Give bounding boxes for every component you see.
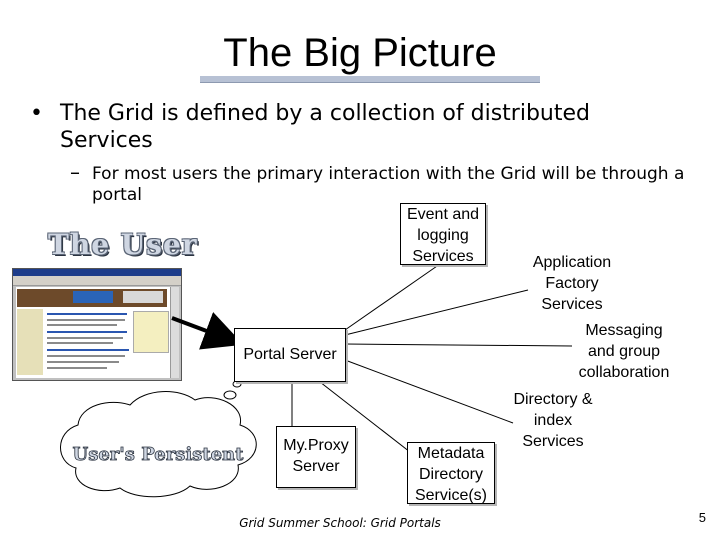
edge-user-portal bbox=[172, 318, 236, 342]
persistent-label: User's Persistent bbox=[73, 444, 245, 465]
footer-text: Grid Summer School: Grid Portals bbox=[0, 516, 680, 530]
node-metadata-directory: Metadata Directory Service(s) bbox=[407, 442, 495, 504]
edge-portal-appfactory bbox=[345, 290, 528, 335]
node-portal-server: Portal Server bbox=[234, 328, 346, 382]
node-messaging: Messaging and group collaboration bbox=[572, 320, 676, 384]
edge-portal-directory bbox=[345, 360, 513, 423]
thought-bubble bbox=[60, 381, 256, 497]
node-directory-index: Directory & index Services bbox=[512, 389, 594, 453]
node-myproxy-server: My.Proxy Server bbox=[276, 426, 356, 488]
page-number: 5 bbox=[699, 510, 706, 525]
edge-portal-messaging bbox=[345, 344, 572, 346]
node-application-factory: Application Factory Services bbox=[526, 252, 618, 316]
node-event-services: Event and logging Services bbox=[400, 203, 486, 265]
edge-portal-event bbox=[345, 264, 440, 330]
